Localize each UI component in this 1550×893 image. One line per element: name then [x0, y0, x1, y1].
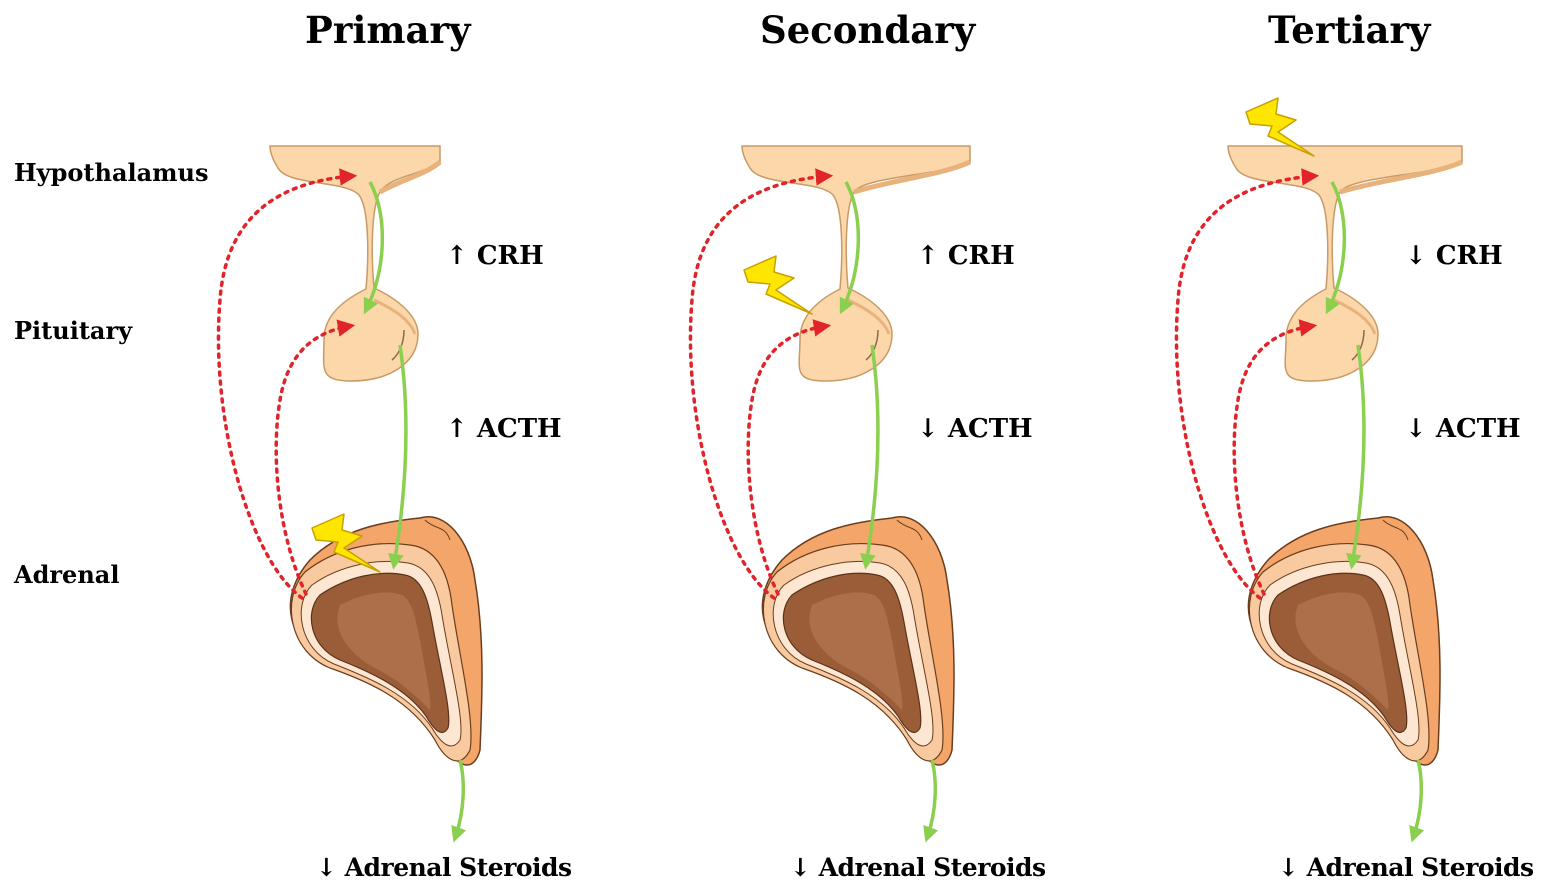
row-label-hypothalamus: Hypothalamus — [14, 158, 209, 187]
column-title-tertiary: Tertiary — [1268, 8, 1430, 52]
adrenal-gland — [1248, 517, 1440, 765]
column-tertiary — [1176, 98, 1462, 838]
adrenal-steroids-primary: ↓ Adrenal Steroids — [316, 853, 572, 882]
acth-level-primary: ↑ ACTH — [446, 414, 562, 444]
feedback-arrows — [1176, 176, 1314, 598]
acth-level-secondary: ↓ ACTH — [917, 414, 1033, 444]
column-title-primary: Primary — [305, 8, 471, 52]
adrenal-steroids-secondary: ↓ Adrenal Steroids — [790, 853, 1046, 882]
row-label-adrenal: Adrenal — [14, 560, 119, 589]
crh-level-tertiary: ↓ CRH — [1405, 241, 1503, 271]
crh-level-primary: ↑ CRH — [446, 241, 544, 271]
row-label-pituitary: Pituitary — [14, 316, 132, 345]
lightning-bolt-icon — [744, 256, 812, 314]
feedback-arrows — [690, 176, 828, 598]
hypothalamus-pituitary-shape — [270, 146, 440, 381]
adrenal-gland — [290, 517, 482, 765]
adrenal-gland — [762, 517, 954, 765]
column-primary — [218, 146, 482, 838]
adrenal-steroids-tertiary: ↓ Adrenal Steroids — [1278, 853, 1534, 882]
crh-level-secondary: ↑ CRH — [917, 241, 1015, 271]
acth-level-tertiary: ↓ ACTH — [1405, 414, 1521, 444]
column-title-secondary: Secondary — [760, 8, 975, 52]
